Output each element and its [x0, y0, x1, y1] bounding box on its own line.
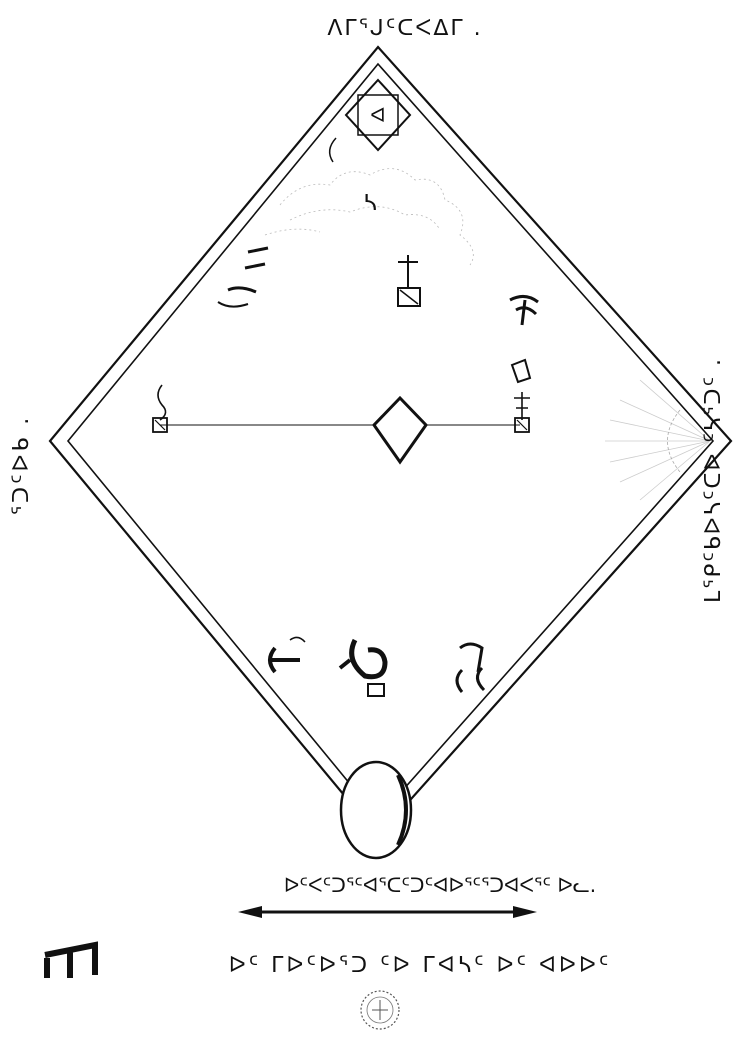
right-inscription: ᒪᕐᑭᑦᑲᐅᓴᑦᑕᐅ ᑦᓴᕐᑐᑦ .	[701, 357, 726, 603]
lower-left-glyph-icon	[270, 637, 305, 672]
top-inner-diamond-icon: ᐊ ᓴ	[330, 80, 410, 216]
oval-stone-icon	[341, 762, 411, 858]
lower-right-glyph-icon	[457, 644, 484, 692]
svg-text:ᓴ: ᓴ	[363, 191, 376, 216]
cloud-shading	[265, 169, 473, 265]
right-marker-icon	[514, 392, 530, 432]
bottom-line-one: ᐅᑦᐸᑦᑐᕐᑦᐊᕐᑕᑦᑐᑦᐊᐅᕐᑦᕐᑐᐊᐸᕐᑦ ᐅᓚ.	[284, 873, 596, 897]
center-diamond-icon	[374, 398, 426, 462]
upper-right-glyph-icon	[510, 296, 538, 382]
top-inscription: ᐱᒥᕐᒍᑦᑕᐸᐃᒥ .	[327, 16, 482, 41]
bottom-line-two: ᐅᑦ ᒥᐅᑦᐅᕐᑐ ᑦᐅ ᒥᐊᓴᑦ ᐅᑦ ᐊᐅᐅᑦ	[229, 953, 612, 978]
left-inscription: ᕐᑐᑦᐅᑲ .	[9, 415, 34, 516]
svg-text:ᐊ: ᐊ	[370, 103, 385, 127]
upper-center-glyph-icon	[398, 255, 420, 306]
lower-center-glyph-icon	[340, 640, 385, 696]
double-arrow-icon	[238, 906, 537, 918]
seal-icon	[361, 991, 399, 1029]
initial-glyph-icon	[45, 945, 95, 978]
upper-left-glyph-icon	[218, 248, 268, 307]
